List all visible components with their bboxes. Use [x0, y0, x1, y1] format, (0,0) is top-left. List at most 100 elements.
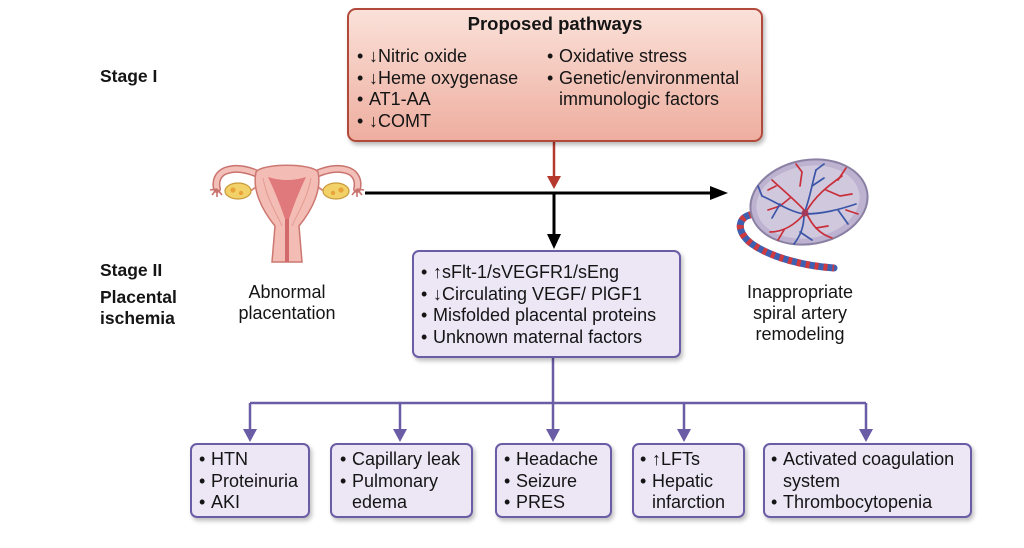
pathways-right-column: Oxidative stress Genetic/environmental i…: [547, 46, 739, 111]
manifestation-item: Proteinuria: [199, 471, 298, 493]
follicle: [230, 187, 236, 193]
fimbriae-right: [351, 188, 365, 197]
connector-arrowhead: [859, 429, 873, 442]
manifestation-item-line: Hepatic: [652, 470, 714, 491]
placental-vessel: [815, 163, 825, 171]
placental-vessel: [845, 209, 859, 215]
pathway-item-line: Genetic/environmental: [559, 67, 740, 88]
manifestation-list: Headache Seizure PRES: [504, 449, 598, 514]
factor-item: Misfolded placental proteins: [421, 305, 656, 327]
uterus-icon: [209, 164, 365, 263]
placental-vessel: [811, 177, 825, 187]
placental-vessel: [837, 167, 847, 181]
placental-vessel: [767, 197, 791, 211]
pathway-item: ↓Nitric oxide: [357, 46, 518, 68]
manifestation-item-line: system: [783, 470, 841, 491]
connector-arrowhead: [677, 429, 691, 442]
placental-factors-box: ↑sFlt-1/sVEGFR1/sEng ↓Circulating VEGF/ …: [412, 250, 681, 358]
pathway-item: AT1-AA: [357, 89, 518, 111]
manifestation-item: Pulmonary edema: [340, 471, 460, 514]
placental-vessel: [803, 203, 857, 215]
hepatic-manifestations-box: ↑LFTs Hepatic infarction: [632, 443, 745, 518]
hematologic-manifestations-box: Activated coagulation system Thrombocyto…: [763, 443, 972, 518]
manifestation-item: Thrombocytopenia: [771, 492, 954, 514]
placental-vessel: [837, 209, 849, 225]
fimbriae-left: [209, 188, 223, 197]
manifestation-item-line: infarction: [652, 492, 726, 512]
proposed-pathways-box: Proposed pathways ↓Nitric oxide ↓Heme ox…: [347, 8, 763, 142]
follicle: [338, 187, 344, 193]
stage-2-subtitle-line: Placental: [100, 286, 177, 307]
placental-factors-list: ↑sFlt-1/sVEGFR1/sEng ↓Circulating VEGF/ …: [421, 262, 656, 348]
manifestation-item-line: Pulmonary: [352, 470, 439, 491]
manifestation-item: Headache: [504, 449, 598, 471]
caption-line: Inappropriate: [746, 281, 854, 302]
neurologic-manifestations-box: Headache Seizure PRES: [495, 443, 612, 518]
stage-2-arrowhead: [547, 234, 561, 249]
manifestation-item: Capillary leak: [340, 449, 460, 471]
manifestation-item-line: Activated coagulation: [783, 449, 955, 469]
manifestation-item: ↑LFTs: [640, 449, 725, 471]
stage-2-subtitle-line: ischemia: [100, 307, 175, 328]
placenta-icon: [736, 158, 869, 272]
stage-2-arrow: [547, 193, 561, 249]
stage-2-subtitle: Placental ischemia: [100, 287, 177, 329]
umbilical-cord-stripes: [736, 210, 835, 272]
fallopian-tube-left-inner: [213, 166, 265, 192]
placental-vessel: [793, 213, 805, 245]
placental-vessel: [795, 163, 803, 187]
connector-arrowhead: [393, 429, 407, 442]
pathways-left-column: ↓Nitric oxide ↓Heme oxygenase AT1-AA ↓CO…: [357, 46, 518, 132]
abnormal-placentation-caption: Abnormal placentation: [202, 282, 372, 324]
pathway-arrowhead: [547, 176, 561, 189]
stage-2-label: Stage II: [100, 259, 163, 280]
factor-item: Unknown maternal factors: [421, 327, 656, 349]
ovary-right: [322, 182, 350, 200]
manifestation-item: Activated coagulation system: [771, 449, 954, 492]
manifestation-connectors: [243, 358, 873, 442]
fallopian-tube-right-inner: [309, 166, 361, 192]
vascular-manifestations-box: Capillary leak Pulmonary edema: [330, 443, 473, 518]
manifestation-item-line: edema: [352, 492, 408, 512]
placental-vessel: [771, 203, 781, 219]
placental-arteries: [767, 163, 859, 241]
spiral-artery-remodeling-caption: Inappropriate spiral artery remodeling: [715, 282, 885, 345]
placental-vessel: [767, 185, 777, 191]
caption-line: placentation: [238, 302, 336, 323]
caption-line: Abnormal: [248, 281, 326, 302]
manifestation-item: Seizure: [504, 471, 598, 493]
renal-manifestations-box: HTN Proteinuria AKI: [190, 443, 310, 518]
placental-vessel: [771, 179, 807, 213]
myometrium-lines: [262, 177, 312, 227]
manifestation-item: Hepatic infarction: [640, 471, 725, 514]
proposed-pathways-title: Proposed pathways: [467, 13, 643, 34]
pathway-item: ↓Heme oxygenase: [357, 68, 518, 90]
pathway-item: Genetic/environmental immunologic factor…: [547, 68, 739, 111]
placental-vessel: [825, 189, 853, 197]
factor-item: ↑sFlt-1/sVEGFR1/sEng: [421, 262, 656, 284]
placental-vessel: [799, 231, 813, 241]
placentation-arrow: [365, 186, 728, 200]
follicle: [330, 190, 336, 196]
manifestation-list: ↑LFTs Hepatic infarction: [640, 449, 725, 514]
connector-arrowhead: [546, 429, 560, 442]
manifestation-list: Activated coagulation system Thrombocyto…: [771, 449, 954, 514]
factor-item: ↓Circulating VEGF/ PlGF1: [421, 284, 656, 306]
connector-arrowhead: [243, 429, 257, 442]
caption-line: spiral artery: [752, 302, 848, 323]
uterine-cavity: [268, 177, 306, 219]
manifestation-list: HTN Proteinuria AKI: [199, 449, 298, 514]
manifestation-item: PRES: [504, 492, 598, 514]
placental-vessel: [761, 195, 805, 215]
cord-insertion: [801, 209, 809, 217]
placental-vessel: [815, 225, 829, 229]
manifestation-item: AKI: [199, 492, 298, 514]
follicle: [238, 190, 244, 196]
pathway-arrow: [547, 142, 561, 189]
ovary-left: [224, 182, 252, 200]
placental-vessel: [757, 185, 763, 197]
pathway-item: ↓COMT: [357, 111, 518, 133]
placentation-arrowhead: [710, 186, 728, 200]
